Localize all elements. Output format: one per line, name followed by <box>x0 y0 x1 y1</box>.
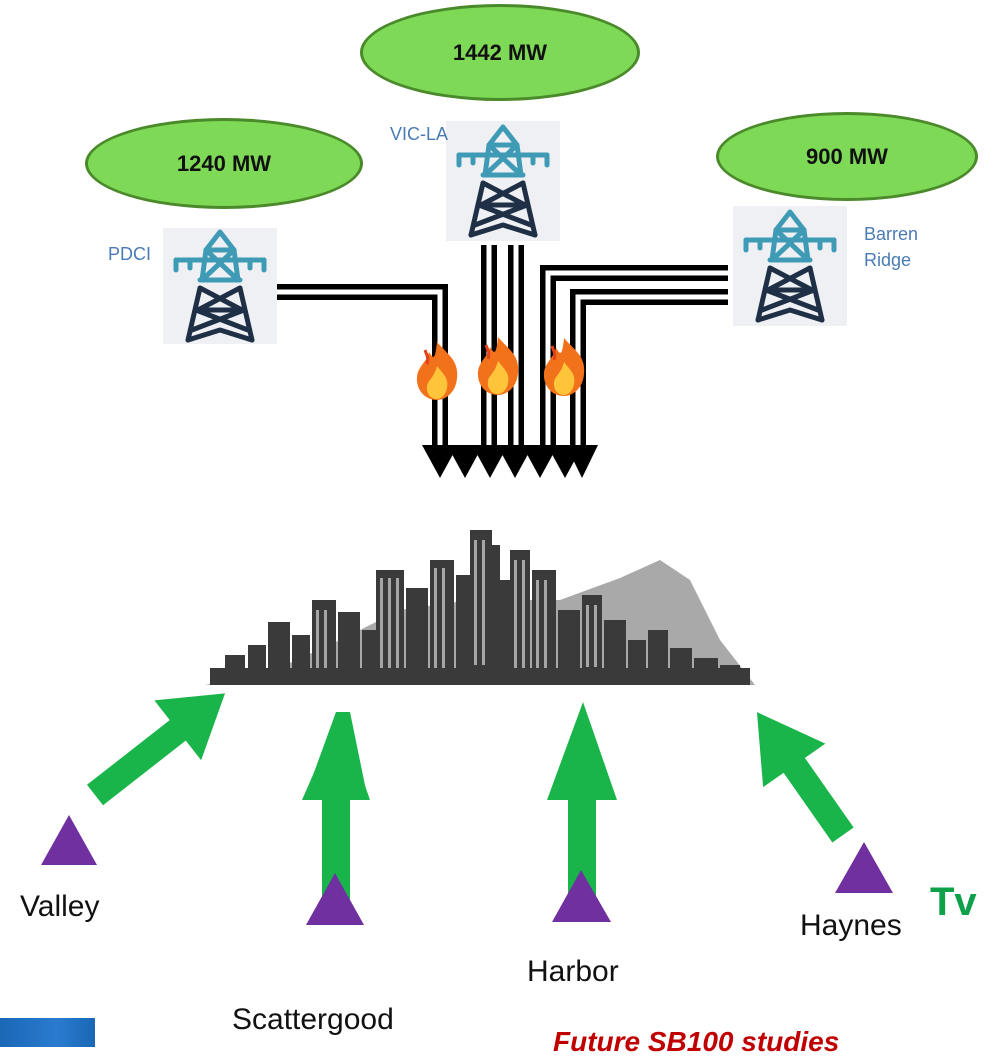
plant-label-scattergood: Scattergood <box>232 1003 394 1036</box>
flow-label: 1240 MW <box>176 150 272 176</box>
supply-arrows <box>86 693 854 910</box>
logo-fragment <box>0 1018 95 1047</box>
transmission-tower-icon <box>733 206 847 326</box>
tower-label-vic-la: VIC-LA <box>390 124 449 144</box>
transmission-tower-icon <box>446 121 560 241</box>
tower-label-line: Ridge <box>864 250 912 270</box>
harbor-plant-icon <box>552 870 611 922</box>
tower-box-barren-ridge <box>733 206 847 326</box>
tower-label-line: Barren <box>864 224 919 244</box>
valley-plant-icon <box>41 815 97 865</box>
partial-heading: Tv <box>930 880 977 924</box>
transmission-tower-icon <box>163 228 277 344</box>
flow-label: 900 MW <box>806 143 888 169</box>
haynes-arrow <box>756 712 854 843</box>
tower-box-pdci <box>163 228 277 344</box>
haynes-plant-icon <box>835 842 893 893</box>
valley-arrow <box>86 693 226 806</box>
scattergood-plant-icon <box>306 873 364 925</box>
flow-label: 1442 MW <box>452 39 548 65</box>
plant-label-haynes: Haynes <box>800 909 902 942</box>
footer-note: Future SB100 studies <box>553 1026 840 1057</box>
city-skyline-icon <box>205 530 755 685</box>
scattergood-arrow <box>302 712 370 910</box>
plant-triangles <box>41 815 893 925</box>
flow-ellipse-pdci: 1240 MW <box>85 118 363 209</box>
tower-box-vic-la <box>446 121 560 241</box>
plant-label-harbor: Harbor <box>527 955 619 988</box>
flow-ellipse-barren-ridge: 900 MW <box>716 112 978 201</box>
tower-label-barren-ridge: Barren Ridge <box>864 221 918 273</box>
flow-ellipse-vic-la: 1442 MW <box>360 4 640 101</box>
transmission-arrowheads <box>422 445 598 478</box>
plant-label-valley: Valley <box>20 890 100 923</box>
tower-label-pdci: PDCI <box>108 244 152 264</box>
